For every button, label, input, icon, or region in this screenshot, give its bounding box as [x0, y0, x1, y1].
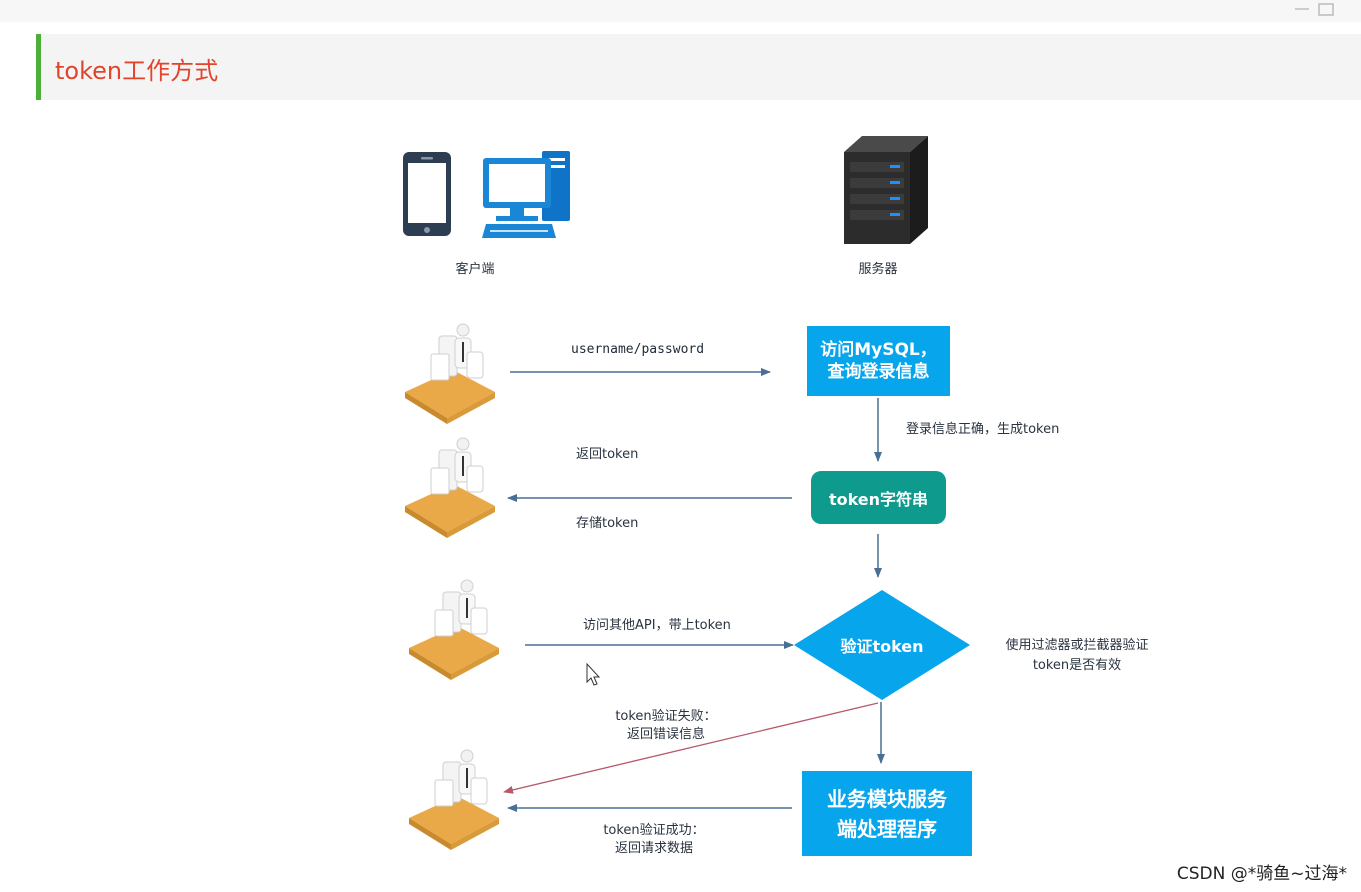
verify-note-line-1: 使用过滤器或拦截器验证 — [1005, 638, 1149, 653]
mouse-cursor-icon — [586, 662, 601, 686]
login-ok-label: 登录信息正确，生成token — [906, 422, 1060, 437]
business-module-box: 业务模块服务 端处理程序 — [802, 771, 972, 856]
client-label: 客户端 — [455, 262, 495, 277]
server-label: 服务器 — [858, 262, 898, 277]
fail-note: token验证失败： 返回错误信息 — [606, 708, 726, 744]
success-note-line-2: 返回请求数据 — [614, 841, 693, 856]
verify-box-label: 验证token — [840, 637, 924, 656]
top-bar — [0, 0, 1361, 22]
server-icon — [844, 136, 928, 244]
store-token-label: 存储token — [576, 516, 639, 531]
page-title: token工作方式 — [55, 57, 219, 85]
user-figure-1 — [404, 323, 496, 425]
arrow-verify-fail — [503, 702, 879, 794]
credentials-label: username/password — [571, 342, 705, 357]
verify-diamond — [794, 590, 970, 700]
query-box-line-1: 访问MySQL， — [820, 340, 937, 360]
section-title-bar: token工作方式 — [36, 34, 1361, 100]
verify-note-line-2: token是否有效 — [1032, 658, 1122, 673]
token-box-label: token字符串 — [828, 489, 929, 509]
window-controls-icon — [1295, 3, 1334, 16]
query-mysql-box: 访问MySQL， 查询登录信息 — [807, 326, 950, 396]
token-string-box: token字符串 — [811, 471, 946, 524]
fail-note-line-2: 返回错误信息 — [626, 727, 705, 742]
user-figure-3 — [408, 579, 500, 681]
return-token-label: 返回token — [576, 447, 639, 462]
watermark: CSDN @*骑鱼~过海* — [1176, 864, 1347, 884]
success-note: token验证成功： 返回请求数据 — [592, 822, 716, 858]
business-box-line-1: 业务模块服务 — [827, 786, 947, 811]
access-api-label: 访问其他API，带上token — [583, 618, 731, 633]
business-box-line-2: 端处理程序 — [837, 816, 937, 841]
query-box-line-2: 查询登录信息 — [827, 362, 930, 382]
success-note-line-1: token验证成功： — [603, 823, 705, 838]
fail-note-line-1: token验证失败： — [615, 709, 717, 724]
phone-icon — [403, 152, 451, 236]
user-figure-2 — [404, 437, 496, 539]
verify-note: 使用过滤器或拦截器验证 token是否有效 — [984, 636, 1170, 676]
desktop-computer-icon — [482, 151, 570, 238]
user-figure-4 — [408, 749, 500, 851]
